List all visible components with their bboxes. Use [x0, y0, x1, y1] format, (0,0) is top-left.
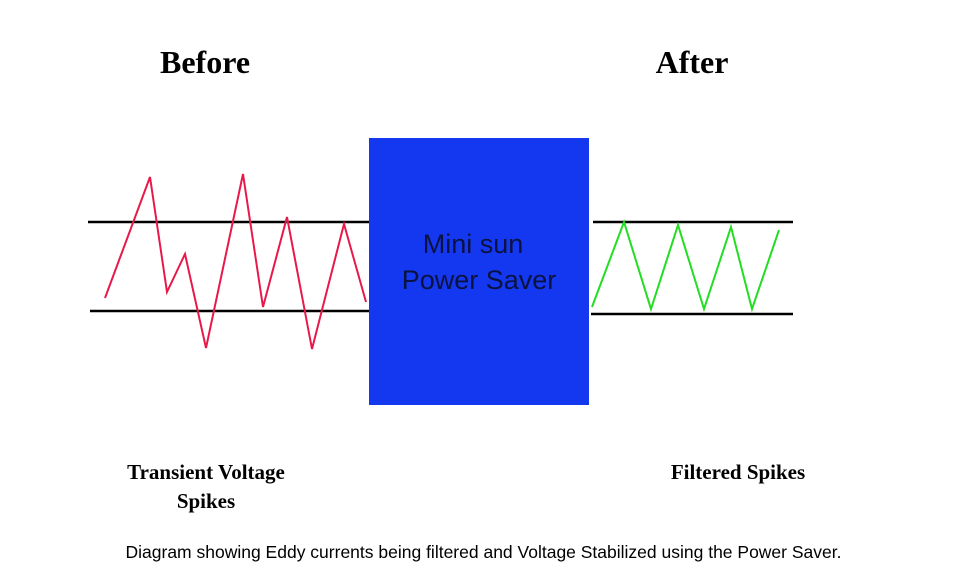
power-saver-label-line2: Power Saver	[401, 265, 557, 295]
before-transient-wave	[104, 173, 367, 350]
diagram-caption: Diagram showing Eddy currents being filt…	[125, 542, 842, 562]
after-sublabel: Filtered Spikes	[670, 460, 806, 484]
before-heading: Before	[159, 44, 251, 80]
before-sublabel: Transient Voltage Spikes	[96, 458, 316, 516]
power-saver-label-line1: Mini sun	[422, 229, 524, 259]
after-heading: After	[655, 44, 729, 80]
after-filtered-wave	[591, 218, 780, 313]
power-saver-label: Mini sun Power Saver	[369, 226, 589, 298]
before-sublabel-line2: Spikes	[176, 489, 236, 513]
power-saver-box	[369, 138, 589, 405]
before-sublabel-line1: Transient Voltage	[127, 460, 285, 484]
